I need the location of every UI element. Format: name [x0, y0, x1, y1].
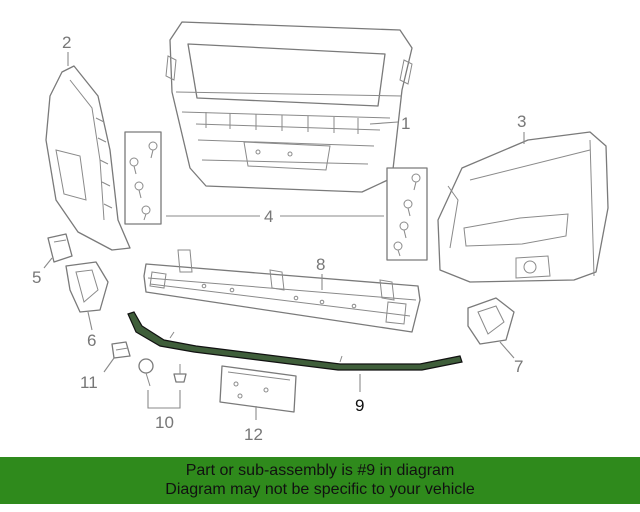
callout-12: 12: [244, 425, 263, 444]
info-banner: Part or sub-assembly is #9 in diagram Di…: [0, 457, 640, 504]
callout-7: 7: [514, 357, 523, 376]
part-11-clip[interactable]: [111, 341, 131, 359]
part-2-left-headlamp[interactable]: [45, 65, 131, 251]
leader-lines: [43, 52, 525, 420]
callout-9: 9: [355, 396, 364, 415]
callout-5: 5: [32, 268, 41, 287]
part-10-fasteners[interactable]: [138, 358, 187, 387]
callout-11: 11: [80, 373, 98, 392]
part-9-lower-strip[interactable]: [127, 311, 463, 371]
part-6-left-fog-bracket[interactable]: [65, 261, 109, 313]
part-7-right-fog-bracket[interactable]: [467, 297, 515, 345]
banner-line-disclaimer: Diagram may not be specific to your vehi…: [165, 481, 475, 498]
part-5-bracket[interactable]: [47, 233, 73, 263]
banner-line-part: Part or sub-assembly is #9 in diagram: [185, 462, 455, 479]
part-12-license-bracket[interactable]: [219, 365, 297, 413]
part-1-grille-frame[interactable]: [165, 21, 413, 193]
part-3-right-headlamp[interactable]: [437, 131, 609, 283]
part-4-screw-set-left[interactable]: [124, 131, 162, 225]
parts-diagram: 1 2 3 4 5 6 7 8 9 10 11 12: [32, 21, 609, 444]
part-4-screw-set-right[interactable]: [386, 167, 428, 261]
callout-1: 1: [401, 114, 410, 133]
callout-4: 4: [264, 207, 273, 226]
callout-8: 8: [316, 255, 325, 274]
callout-3: 3: [517, 112, 526, 131]
callout-10: 10: [155, 413, 174, 432]
callout-6: 6: [87, 331, 96, 350]
callout-2: 2: [62, 33, 71, 52]
part-8-reinforcement-beam[interactable]: [143, 249, 421, 333]
